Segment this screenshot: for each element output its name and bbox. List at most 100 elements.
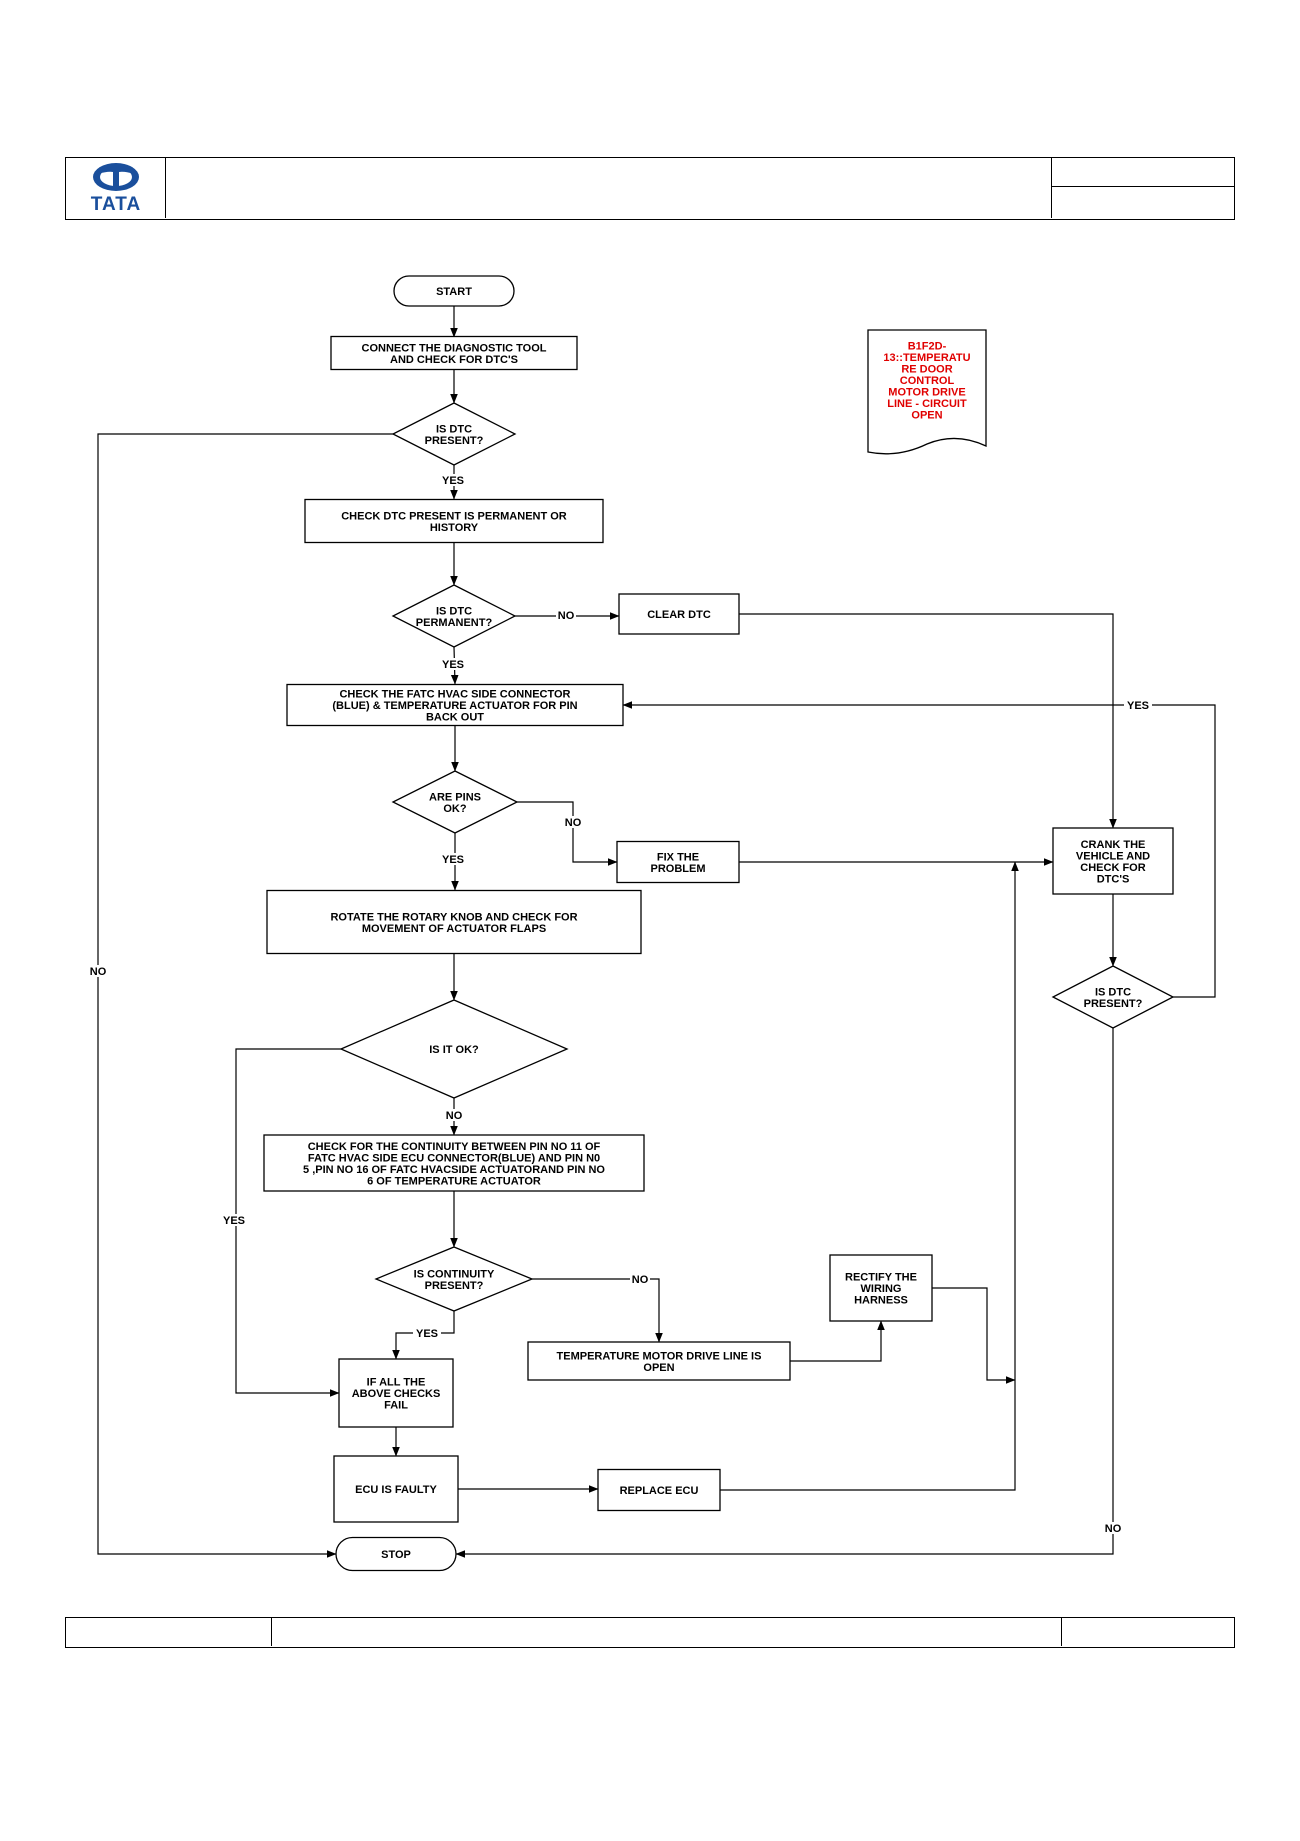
node-text-line: STOP (381, 1549, 411, 1561)
header-frame: TATA (65, 157, 1235, 220)
node-text-line: 13::TEMPERATU (883, 352, 970, 364)
node-text-line: RE DOOR (901, 364, 952, 376)
node-text-line: CONTROL (900, 375, 955, 387)
edge-dtc2-no-stop (455, 1028, 1114, 1558)
check-continuity-step-box (263, 1134, 645, 1192)
node-text-line: DTC'S (1097, 873, 1130, 885)
ecu-faulty-step: ECU IS FAULTY (333, 1455, 459, 1523)
edge-continuity-no-open (532, 1278, 663, 1343)
node-text-line: ARE PINS (429, 791, 481, 803)
edge-label-yes-2: YES (439, 658, 467, 671)
edge-label-yes-continuity: YES (413, 1327, 441, 1340)
logo-cell: TATA (66, 158, 166, 218)
check-connector-step: CHECK THE FATC HVAC SIDE CONNECTOR(BLUE)… (286, 683, 624, 727)
node-text-line: OK? (443, 803, 467, 815)
replace-ecu-step-box (597, 1468, 721, 1512)
logo-text: TATA (91, 194, 141, 215)
edge-label-text: NO (1105, 1523, 1122, 1535)
footer-frame (65, 1617, 1235, 1648)
node-text-line: CHECK THE FATC HVAC SIDE CONNECTOR (339, 689, 570, 701)
node-text-line: PRESENT? (1084, 998, 1143, 1010)
edge-rectify-join (932, 1287, 1016, 1384)
edge-dtc1-no-stop (97, 433, 393, 1558)
edge-label-text: YES (442, 475, 464, 487)
rotate-knob-step-box (266, 889, 642, 955)
node-text-line: CHECK FOR THE CONTINUITY BETWEEN PIN NO … (308, 1141, 601, 1153)
stop-terminal: STOP (335, 1536, 457, 1572)
edge-label-no-permanent: NO (556, 609, 576, 622)
node-text-line: ABOVE CHECKS (352, 1388, 441, 1400)
node-text-line: IS DTC (436, 423, 472, 435)
edge-replace-crank (720, 861, 1019, 1491)
node-text-line: START (436, 286, 472, 298)
crank-vehicle-step-box (1052, 827, 1174, 895)
node-text-line: MOVEMENT OF ACTUATOR FLAPS (362, 923, 546, 935)
node-text-line: 5 ,PIN NO 16 OF FATC HVACSIDE ACTUATORAN… (303, 1164, 605, 1176)
edge-clear-crank (739, 613, 1117, 829)
node-text-line: IS CONTINUITY (414, 1268, 495, 1280)
node-text-line: IF ALL THE (367, 1377, 426, 1389)
tata-logo: TATA (91, 163, 141, 215)
edge-dtc2-yes-connector (622, 701, 1216, 998)
check-permanent-step-box (304, 498, 604, 544)
node-text-line: AND CHECK FOR DTC'S (390, 354, 518, 366)
edge-ok-yes-fail (235, 1048, 341, 1397)
connect-tool-step-box (330, 335, 578, 371)
footer-center (272, 1618, 1062, 1646)
node-text-line: OPEN (643, 1362, 674, 1374)
edge-label-no-stop: NO (1103, 1522, 1123, 1535)
note-shape (867, 329, 987, 455)
node-text-line: (BLUE) & TEMPERATURE ACTUATOR FOR PIN (332, 700, 577, 712)
node-text-line: ECU IS FAULTY (355, 1484, 437, 1496)
node-text-line: MOTOR DRIVE (888, 387, 965, 399)
edge-label-text: YES (1127, 700, 1149, 712)
node-text-line: PERMANENT? (416, 617, 493, 629)
node-text-line: CRANK THE (1081, 839, 1146, 851)
node-text-line: PROBLEM (651, 863, 706, 875)
node-text-line: 6 OF TEMPERATURE ACTUATOR (367, 1175, 541, 1187)
node-text-line: HARNESS (854, 1295, 908, 1307)
edge-label-text: NO (565, 817, 582, 829)
edge-label-yes-1: YES (439, 474, 467, 487)
edge-label-no-ok: NO (444, 1109, 464, 1122)
edge-label-no-pins: NO (563, 816, 583, 829)
node-text-line: REPLACE ECU (620, 1485, 699, 1497)
node-text-line: VEHICLE AND (1076, 850, 1150, 862)
edge-label-no-left: NO (88, 965, 108, 978)
node-text-line: FIX THE (657, 851, 699, 863)
edge-label-text: YES (442, 659, 464, 671)
fix-problem-step-box (616, 840, 740, 884)
footer-left (66, 1618, 272, 1646)
is-it-ok-decision-diamond (339, 999, 569, 1099)
node-text-line: HISTORY (430, 522, 479, 534)
drive-line-open-step-box (527, 1341, 791, 1381)
node-text-line: CLEAR DTC (647, 609, 711, 621)
start-terminal-box (393, 275, 515, 307)
rectify-harness-step-box (829, 1254, 933, 1322)
clear-dtc-step: CLEAR DTC (618, 593, 740, 635)
node-text-line: IS DTC (436, 605, 472, 617)
node-text-line: BACK OUT (426, 712, 484, 724)
stop-terminal-box (335, 1536, 457, 1572)
node-text-line: RECTIFY THE (845, 1272, 917, 1284)
start-terminal: START (393, 275, 515, 307)
edge-pins-no-fix (517, 801, 618, 866)
edge-label-text: YES (442, 854, 464, 866)
node-text-line: FATC HVAC SIDE ECU CONNECTOR(BLUE) AND P… (308, 1152, 600, 1164)
edge-label-yes-pins: YES (439, 853, 467, 866)
node-text-line: ROTATE THE ROTARY KNOB AND CHECK FOR (330, 911, 577, 923)
pins-ok-decision-diamond (391, 770, 519, 834)
dtc-present-decision-1-diamond (391, 402, 517, 466)
node-text-line: CHECK FOR (1080, 862, 1145, 874)
ecu-faulty-step-box (333, 1455, 459, 1523)
rotate-knob-step: ROTATE THE ROTARY KNOB AND CHECK FORMOVE… (266, 889, 642, 955)
node-text-line: CHECK DTC PRESENT IS PERMANENT OR (341, 510, 567, 522)
